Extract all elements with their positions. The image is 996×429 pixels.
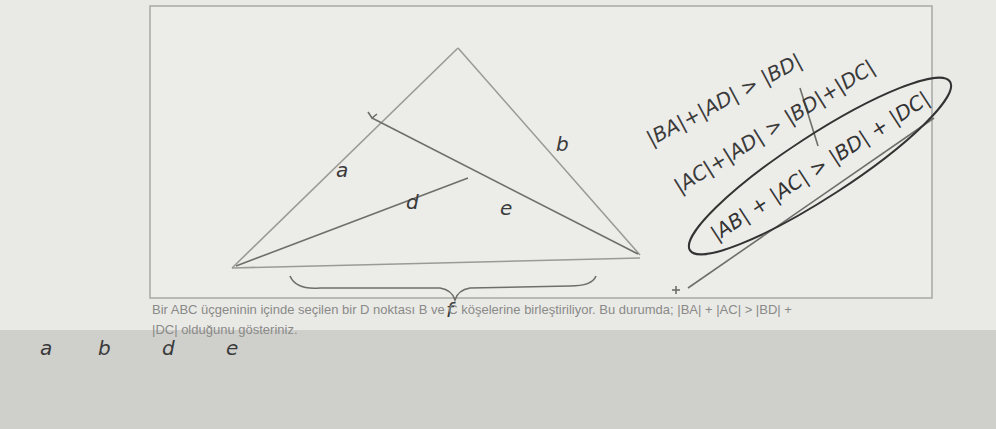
plus-mark bbox=[675, 286, 677, 294]
handwritten-letter: e bbox=[500, 196, 512, 220]
cloud-outline bbox=[673, 56, 967, 277]
side-bc bbox=[232, 258, 640, 268]
frame bbox=[150, 6, 932, 298]
handwritten-letter: b bbox=[98, 336, 111, 360]
segment-bd bbox=[236, 178, 468, 266]
handwritten-letter: b bbox=[556, 132, 569, 156]
paper bbox=[0, 0, 996, 330]
problem-statement: Bir ABC üçgeninin içinde seçilen bir D n… bbox=[152, 300, 792, 340]
handwritten-letter: a bbox=[40, 336, 52, 360]
tick-mark bbox=[368, 112, 377, 118]
side-ac bbox=[458, 48, 640, 255]
side-ab bbox=[232, 48, 458, 268]
handwritten-letter: d bbox=[162, 336, 175, 360]
handwritten-letter: d bbox=[406, 190, 419, 214]
handwritten-letter: a bbox=[336, 158, 348, 182]
segment-dc bbox=[372, 118, 638, 254]
brace bbox=[290, 276, 596, 300]
handwritten-letter: e bbox=[226, 336, 238, 360]
